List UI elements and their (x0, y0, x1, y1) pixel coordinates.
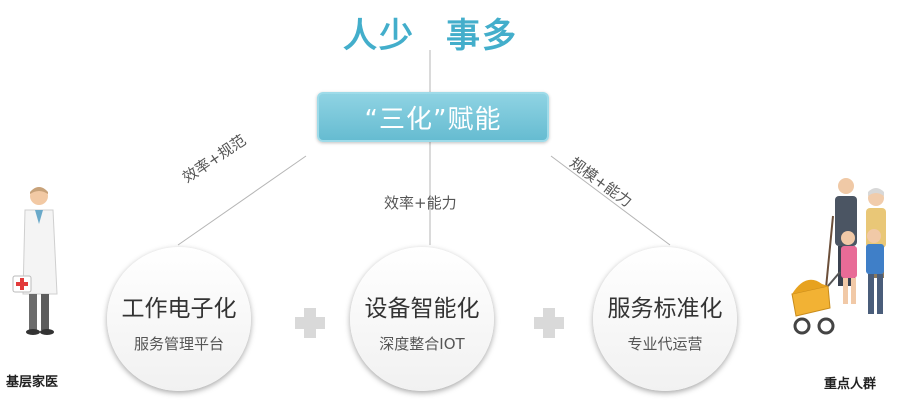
empower-box: “三化”赋能 (317, 92, 549, 142)
headline: 人少 事多 (0, 8, 900, 56)
branch-label-middle: 效率+能力 (384, 194, 457, 212)
headline-right: 事多 (446, 16, 518, 56)
actor-label-left: 基层家医 (6, 375, 59, 390)
plus-icon (295, 308, 325, 338)
actor-label-right: 重点人群 (824, 377, 877, 392)
plus-icon (534, 308, 564, 338)
circle-subtitle: 专业代运营 (627, 335, 703, 353)
empower-label: “三化”赋能 (364, 104, 502, 135)
family-icon (791, 178, 886, 335)
line-right (550, 155, 671, 246)
circle-digitization: 工作电子化 服务管理平台 (107, 247, 251, 391)
line-left (177, 155, 307, 246)
circle-title: 服务标准化 (607, 296, 723, 322)
circle-subtitle: 服务管理平台 (133, 335, 224, 353)
headline-left: 人少 (343, 16, 415, 56)
circle-title: 设备智能化 (364, 296, 480, 322)
circle-standardization: 服务标准化 专业代运营 (593, 247, 737, 391)
circle-title: 工作电子化 (121, 296, 237, 322)
doctor-icon (12, 187, 58, 335)
circle-subtitle: 深度整合IOT (379, 335, 465, 353)
circle-intelligence: 设备智能化 深度整合IOT (350, 247, 494, 391)
